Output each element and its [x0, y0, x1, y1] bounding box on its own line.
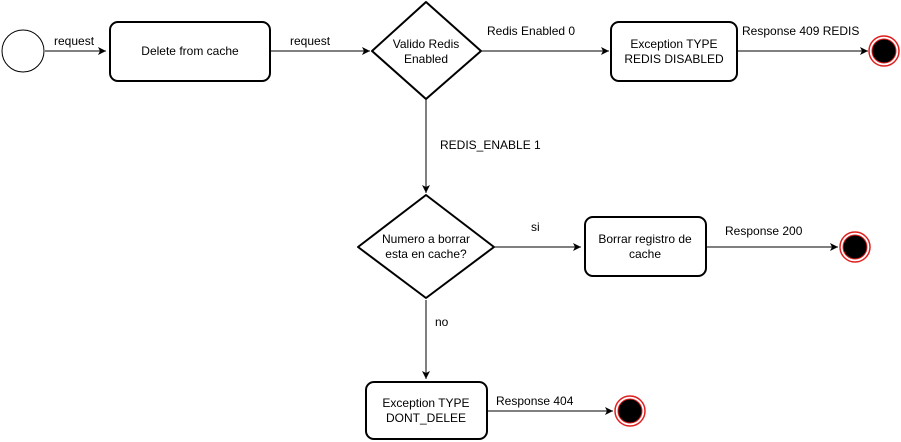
- end-node-200[interactable]: [839, 231, 871, 263]
- node-label-line2: cache: [629, 247, 661, 261]
- start-node[interactable]: [1, 29, 45, 73]
- edge-label-valido-to-exception: Redis Enabled 0: [487, 24, 575, 38]
- node-label: Delete from cache: [141, 44, 239, 58]
- node-label-line2: REDIS DISABLED: [624, 52, 724, 66]
- node-label-line2: DONT_DELEE: [386, 411, 466, 425]
- node-label-line2: esta en cache?: [385, 247, 467, 261]
- edge-label-start-to-delete: request: [54, 34, 95, 48]
- node-numero-a-borrar[interactable]: Numero a borrar esta en cache?: [357, 194, 495, 299]
- node-label-line1: Exception TYPE: [382, 396, 469, 410]
- edge-label-exception-to-end: Response 409 REDIS: [742, 24, 859, 38]
- edge-label-delete-to-valido: request: [290, 34, 331, 48]
- node-label-line1: Valido Redis: [393, 37, 459, 51]
- node-valido-redis-enabled[interactable]: Valido Redis Enabled: [371, 1, 482, 100]
- node-exception-dont-delee[interactable]: Exception TYPE DONT_DELEE: [365, 381, 488, 440]
- node-exception-redis-disabled[interactable]: Exception TYPE REDIS DISABLED: [610, 21, 738, 82]
- edge-label-valido-to-numero: REDIS_ENABLE 1: [440, 138, 541, 152]
- node-delete-from-cache[interactable]: Delete from cache: [109, 21, 271, 82]
- node-label-line1: Borrar registro de: [598, 232, 692, 246]
- edge-label-numero-to-borrar: si: [531, 220, 540, 234]
- edge-label-exception-dont-to-end: Response 404: [496, 394, 574, 408]
- edge-label-numero-to-exception: no: [435, 315, 449, 329]
- node-label-line1: Exception TYPE: [630, 37, 717, 51]
- end-node-409[interactable]: [868, 35, 900, 67]
- edge-label-borrar-to-end: Response 200: [725, 224, 803, 238]
- node-borrar-registro[interactable]: Borrar registro de cache: [584, 216, 707, 277]
- node-label-line1: Numero a borrar: [382, 232, 470, 246]
- end-node-404[interactable]: [614, 395, 646, 427]
- node-label-line2: Enabled: [404, 52, 448, 66]
